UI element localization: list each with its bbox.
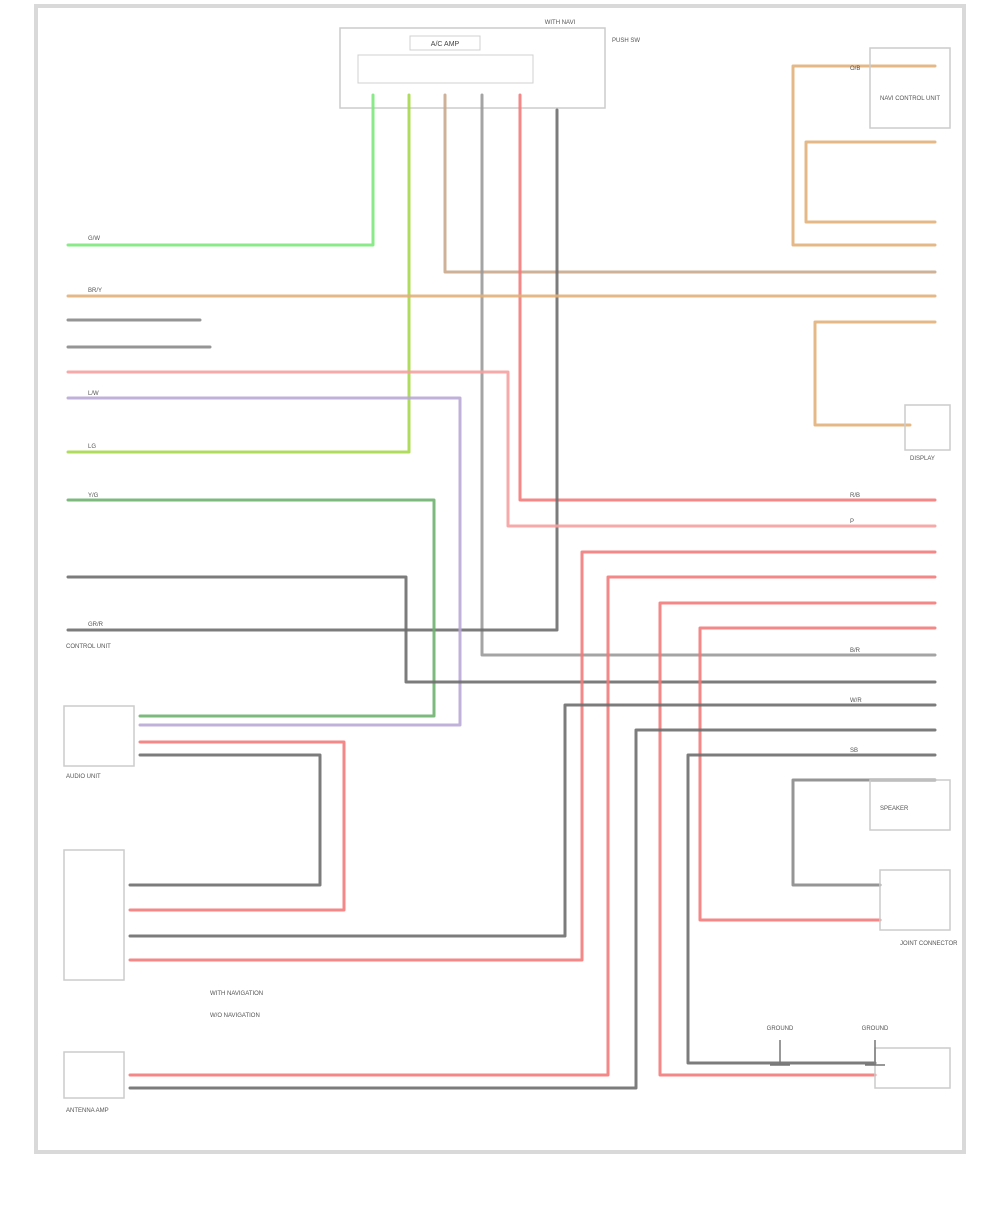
navi-unit-label: NAVI CONTROL UNIT [880,96,940,102]
wire-pink-right-3 [658,601,937,1077]
wire-gray-right-4 [791,778,937,887]
joint-connector-label: JOINT CONNECTOR [900,941,958,947]
wire-tag: GR/R [88,622,104,628]
wire-brown-top [443,93,937,274]
left-component-box [63,705,135,767]
top-connector-label: A/C AMP [431,41,460,48]
wire-gray-loop [128,753,322,887]
legend-1: WITH NAVIGATION [210,991,263,997]
wire-pink-right-2 [128,575,937,1077]
wire-tag: L/W [88,391,99,397]
bottom-right-box [874,1047,951,1089]
legend-2: W/O NAVIGATION [210,1013,260,1019]
ground-2-label: GROUND [862,1026,889,1032]
wire-dark-top [66,108,559,632]
wire-gray-right-3 [686,753,937,1065]
wire-pink-top [518,93,937,502]
wire-orange-right-1 [791,64,937,247]
wire-dark-left [66,575,937,684]
wire-darkgreen-left [66,498,436,718]
right-lower-box [869,779,951,831]
wire-green-top [66,93,375,247]
wire-tag: LG [88,444,96,450]
left-component-label: AUDIO UNIT [66,774,101,780]
wire-tag: P [850,519,854,525]
wire-orange-right-3 [813,320,937,427]
ground-symbol [865,1040,885,1066]
outer-frame [34,4,966,1154]
ground-1-label: GROUND [767,1026,794,1032]
top-note-label: WITH NAVI [545,20,576,26]
left-bottom-box [63,1051,125,1099]
wire-tag: G/W [88,236,100,242]
top-connector-inner [357,54,534,84]
wire-tag: BR/Y [88,288,102,294]
top-right-note: PUSH SW [612,38,640,44]
wire-pink-right-4 [698,626,937,922]
top-connector-block [339,27,606,109]
wire-tag: B/R [850,648,861,654]
wire-orange-right-2 [804,140,937,224]
wire-pink-left [66,370,937,528]
wire-gray-right-1 [128,703,937,938]
wire-pink-right-1 [128,550,937,962]
antenna-amp-label: ANTENNA AMP [66,1108,109,1114]
display-label: DISPLAY [910,456,935,462]
wire-lime-top [66,93,411,454]
wire-tag: O/B [850,66,860,72]
wire-tag: R/B [850,493,860,499]
top-connector-header [409,35,481,51]
wire-pink-loop [128,740,346,912]
wire-gray-top [480,93,937,657]
left-mid-box [63,849,125,981]
wire-tag: SB [850,748,858,754]
speaker-label: SPEAKER [880,806,909,812]
wire-tag: Y/G [88,493,99,499]
right-mid-box [904,404,951,451]
ground-symbol [770,1040,790,1066]
right-top-box [869,47,951,129]
wire-tag: W/R [850,698,862,704]
wire-gray-right-2 [128,728,937,1090]
wire-lavender-left [66,396,462,727]
joint-connector-box [879,869,951,931]
control-unit-label: CONTROL UNIT [66,644,111,650]
